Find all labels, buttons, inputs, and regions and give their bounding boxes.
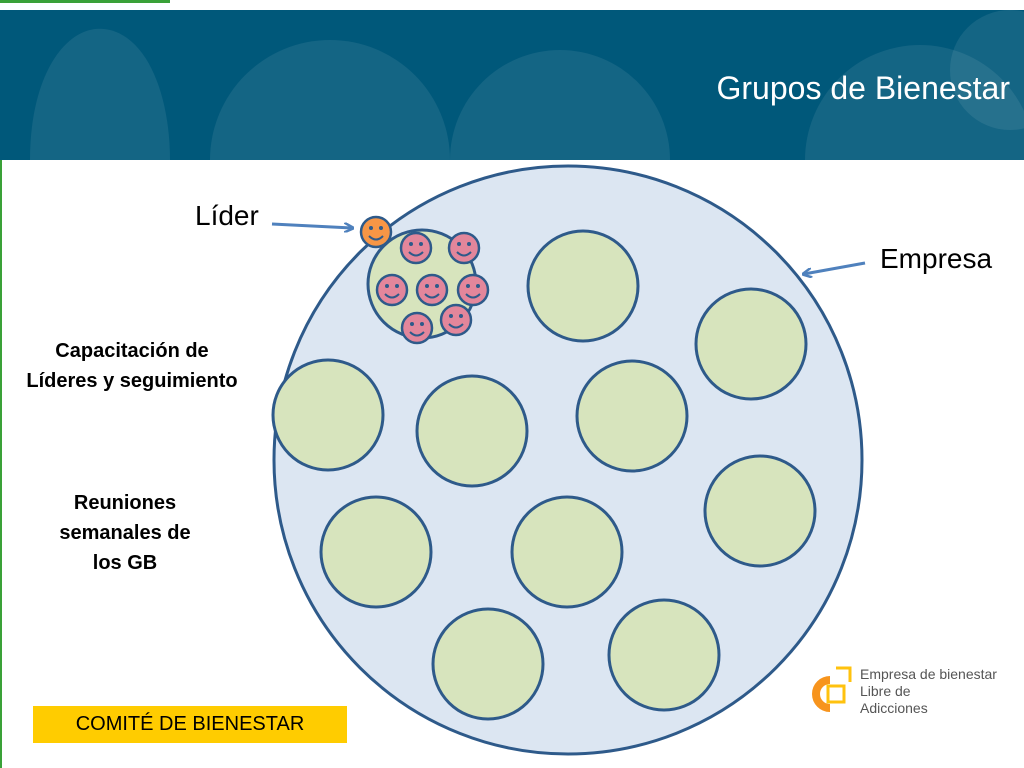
leader-label: Líder xyxy=(195,200,259,231)
leader-smiley-icon xyxy=(359,215,393,249)
member-smiley-icon xyxy=(399,231,433,265)
logo-line-2: Libre de xyxy=(860,683,911,699)
header-decoration xyxy=(30,10,1024,160)
group-circle xyxy=(526,229,640,343)
group-circle xyxy=(510,495,624,609)
member-smiley-icon xyxy=(439,303,473,337)
wellbeing-committee-box: COMITÉ DE BIENESTAR xyxy=(33,706,347,743)
header-bar: Grupos de Bienestar xyxy=(0,10,1024,160)
member-smiley-icon xyxy=(447,231,481,265)
leader-training-label: Capacitación de Líderes y seguimiento xyxy=(26,340,238,392)
member-smiley-icon xyxy=(415,273,449,307)
slide-title: Grupos de Bienestar xyxy=(716,70,1011,106)
top-accent-line xyxy=(0,0,170,3)
group-circle xyxy=(431,607,545,721)
member-smiley-icon xyxy=(375,273,409,307)
weekly-meetings-label: Reuniones semanales de los GB xyxy=(59,492,191,574)
group-circle xyxy=(607,598,721,712)
group-circle xyxy=(575,359,689,473)
member-smiley-icon xyxy=(456,273,490,307)
logo-line-3: Adicciones xyxy=(860,700,928,716)
group-circle xyxy=(703,454,817,568)
leader-arrow xyxy=(271,222,352,228)
company-label: Empresa xyxy=(880,243,993,274)
logo-line-1: Empresa de bienestar xyxy=(860,666,997,682)
group-circle xyxy=(271,358,385,472)
left-accent-line xyxy=(0,160,2,768)
group-circle xyxy=(319,495,433,609)
logo-text: Empresa de bienestar Libre de Adicciones xyxy=(860,666,997,717)
member-smiley-icon xyxy=(400,311,434,345)
company-logo: Empresa de bienestar Libre de Adicciones xyxy=(800,662,1020,722)
company-arrow xyxy=(804,261,866,274)
group-circle xyxy=(415,374,529,488)
logo-mark-icon xyxy=(812,666,852,712)
group-circle xyxy=(694,287,808,401)
